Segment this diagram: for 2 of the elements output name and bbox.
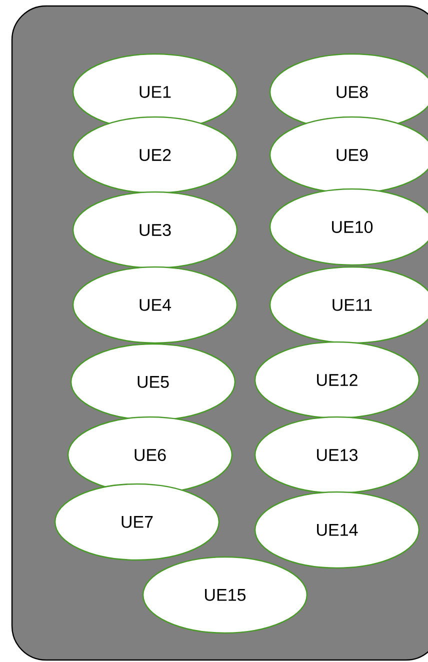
node-label: UE9 <box>336 148 368 162</box>
node-label: UE8 <box>336 86 368 98</box>
